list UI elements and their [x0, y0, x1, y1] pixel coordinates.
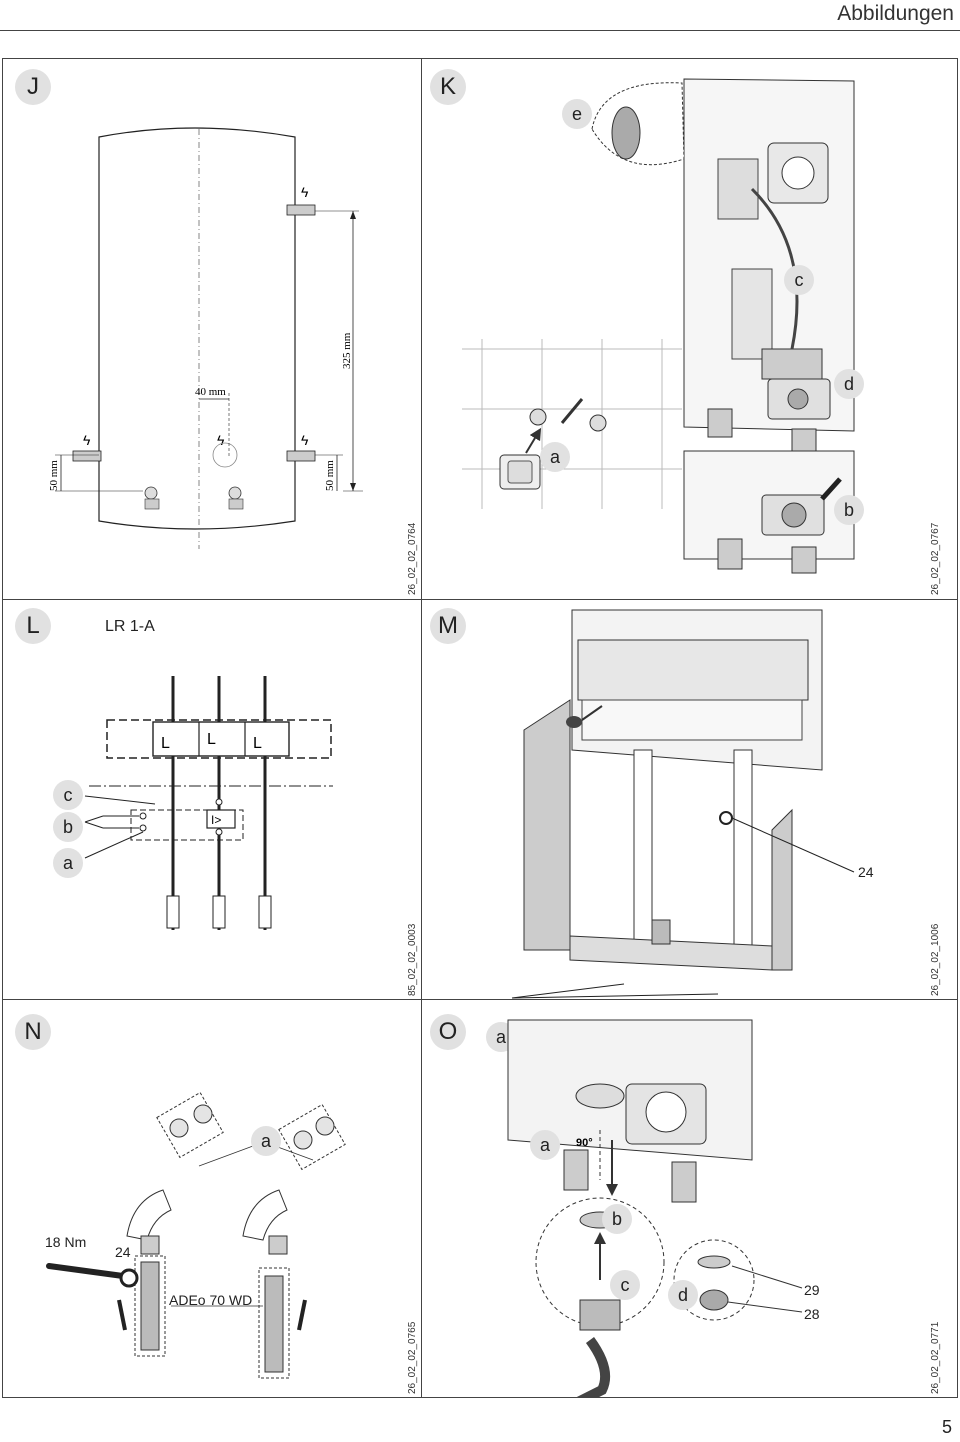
panel-k: K — [422, 59, 957, 599]
circuit-title: LR 1-A — [105, 618, 155, 635]
figure-grid: J ϟ ϟ ϟ ϟ — [2, 58, 958, 1398]
product-label: ADEo 70 WD — [169, 1292, 253, 1308]
header-rule — [0, 30, 960, 31]
relay-label: I> — [211, 813, 221, 827]
panel-k-drawing — [462, 78, 855, 574]
figure-code-m: 26_02_02_1006 — [930, 923, 941, 996]
dim-40: 40 mm — [195, 386, 226, 398]
dim-50-right: 50 mm — [324, 460, 336, 491]
dim-325: 325 mm — [341, 332, 353, 369]
panel-letter-o: O — [430, 1014, 466, 1050]
part-number-29: 29 — [804, 1282, 820, 1298]
panel-l: L LR 1-A — [3, 600, 421, 999]
label-a: a — [530, 1130, 560, 1160]
panel-letter-l: L — [15, 608, 51, 644]
svg-text:ϟ: ϟ — [301, 432, 309, 448]
label-a: a — [251, 1126, 281, 1156]
svg-text:ϟ: ϟ — [217, 432, 225, 448]
wrench-size: 24 — [115, 1244, 131, 1260]
label-e: e — [562, 99, 592, 129]
panel-j: J ϟ ϟ ϟ ϟ — [3, 59, 421, 599]
svg-text:ϟ: ϟ — [301, 184, 309, 200]
panel-letter-j: J — [15, 69, 51, 105]
panel-o-drawing: 90° — [507, 1019, 803, 1398]
figure-code-l: 85_02_02_0003 — [407, 923, 418, 996]
figure-code-k: 26_02_02_0767 — [930, 522, 941, 595]
svg-text:ϟ: ϟ — [83, 432, 91, 448]
panel-m: M 24 a 26_02_02_1006 — [422, 600, 957, 1052]
part-number-24: 24 — [858, 864, 874, 880]
label-c: c — [784, 265, 814, 295]
label-c: c — [610, 1270, 640, 1300]
panel-letter-m: M — [430, 608, 466, 644]
dim-50-left: 50 mm — [48, 460, 60, 491]
angle-label: 90° — [576, 1137, 593, 1149]
page-title: Abbildungen — [837, 2, 954, 25]
page-number: 5 — [941, 1417, 952, 1437]
panel-letter-k: K — [430, 69, 466, 105]
figure-code-n: 26_02_02_0765 — [407, 1321, 418, 1394]
panel-l-circuit: L L L I> — [84, 676, 333, 930]
panel-letter-n: N — [15, 1014, 51, 1050]
figure-code-o: 26_02_02_0771 — [930, 1321, 941, 1394]
label-b: b — [53, 812, 83, 842]
figure-code-j: 26_02_02_0764 — [407, 522, 418, 595]
panel-j-drawing: ϟ ϟ ϟ ϟ — [48, 127, 363, 549]
switch-l-1: L — [161, 735, 170, 752]
label-b: b — [834, 495, 864, 525]
panel-n: N a 18 — [3, 1000, 421, 1398]
panel-o: O 90° a b c d — [422, 1000, 957, 1398]
switch-l-2: L — [207, 731, 216, 748]
label-a: a — [540, 442, 570, 472]
switch-l-3: L — [253, 735, 262, 752]
label-d: d — [834, 369, 864, 399]
label-b: b — [602, 1204, 632, 1234]
panel-n-drawing — [46, 1091, 346, 1379]
torque-label: 18 Nm — [45, 1234, 87, 1250]
label-d: d — [668, 1280, 698, 1310]
label-c: c — [53, 780, 83, 810]
part-number-28: 28 — [804, 1306, 820, 1322]
panel-m-drawing — [511, 609, 855, 999]
label-a: a — [53, 848, 83, 878]
